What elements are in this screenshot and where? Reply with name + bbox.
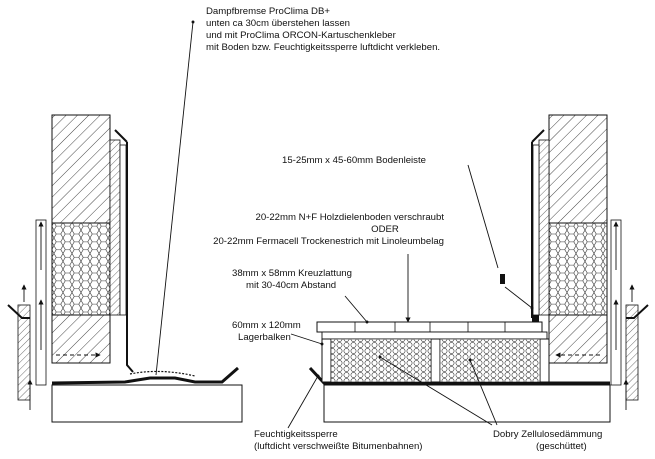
label-dampfbremse-2: unten ca 30cm überstehen lassen (206, 18, 350, 29)
floor-assembly (308, 274, 611, 423)
leader-zellulose-2 (468, 358, 498, 426)
counter-batten-layer (321, 331, 548, 340)
leader-lagerbalken (290, 333, 324, 346)
label-zellulose-1: Dobry Zellulosedämmung (493, 429, 602, 440)
label-holzdielen-1: 20-22mm N+F Holzdielenboden verschraubt (255, 212, 444, 223)
label-holzdielen-2: ODER (371, 224, 399, 235)
label-kreuzlattung-2: mit 30-40cm Abstand (246, 280, 336, 291)
right-wall-board (532, 144, 540, 316)
right-cladding-flashing (626, 304, 649, 319)
label-dampfbremse-4: mit Boden bzw. Feuchtigkeitssperre luftd… (206, 42, 440, 53)
right-wall-detail (531, 114, 649, 410)
leader-bodenleiste (467, 164, 499, 269)
left-vapor-brake-glue (129, 370, 196, 377)
right-bitumen-membrane (308, 366, 610, 385)
label-bodenleiste: 15-25mm x 45-60mm Bodenleiste (282, 155, 426, 166)
leader-bodenleiste-2 (504, 286, 534, 310)
leader-kreuzlattung (344, 295, 369, 324)
label-kreuzlattung-1: 38mm x 58mm Kreuzlattung (232, 268, 352, 279)
label-holzdielen-3: 20-22mm Fermacell Trockenestrich mit Lin… (213, 236, 444, 247)
left-wall-vapor-brake-line (114, 129, 134, 373)
right-wall-top-block (548, 114, 608, 224)
leader-zellulose-1 (378, 355, 493, 426)
right-wall-inner-layer (538, 139, 550, 316)
left-slab (51, 384, 243, 423)
left-wall-top-block (51, 114, 111, 224)
floorboards (316, 321, 543, 333)
left-cladding (17, 304, 31, 401)
sleeper-joist-middle (430, 338, 441, 383)
right-wall-vapor-brake-line (531, 129, 545, 318)
label-dampfbremse-3: und mit ProClima ORCON-Kartuschenkleber (206, 30, 397, 41)
cellulose-insulation-right (439, 338, 541, 383)
leader-lines (155, 20, 534, 429)
label-lagerbalken-1: 60mm x 120mm (232, 320, 301, 331)
left-wall-lower-block (51, 314, 111, 364)
label-lagerbalken-2: Lagerbalken (238, 332, 291, 343)
right-cladding (625, 304, 639, 401)
label-feuchtigkeit-1: Feuchtigkeitssperre (254, 429, 338, 440)
left-wall-inner-layer (109, 139, 121, 316)
text-labels: Dampfbremse ProClima DB+ unten ca 30cm ü… (206, 6, 602, 452)
left-wall-detail (7, 114, 243, 423)
label-feuchtigkeit-2: (luftdicht verschweißte Bitumenbahnen) (254, 441, 423, 452)
right-slab (323, 384, 611, 423)
left-cladding-flashing (7, 304, 30, 319)
leader-dampfbremse (155, 20, 195, 376)
cellulose-insulation-left (330, 338, 432, 383)
right-wall-insulation (548, 222, 608, 316)
left-wall-board (119, 144, 127, 316)
label-zellulose-2: (geschüttet) (536, 441, 587, 452)
label-dampfbremse-1: Dampfbremse ProClima DB+ (206, 6, 330, 17)
sleeper-joist-left (321, 338, 332, 383)
right-wall-lower-block (548, 314, 608, 364)
leader-feuchtigkeit (287, 374, 320, 429)
left-wall-insulation (51, 222, 111, 316)
sleeper-joist-right (539, 338, 550, 383)
baseboard-screw (500, 274, 505, 284)
left-bitumen-membrane (51, 366, 239, 385)
